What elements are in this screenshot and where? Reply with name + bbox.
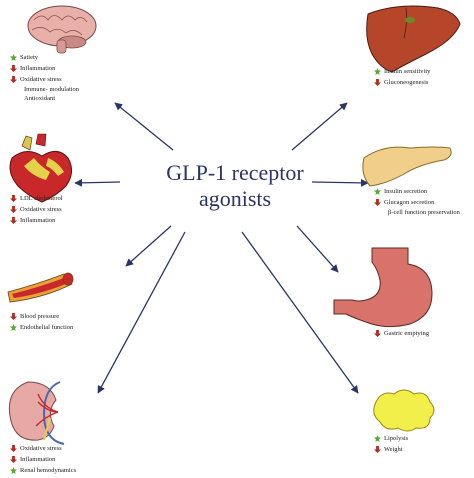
liver-effects-list: Insulin sensitivity Gluconeogenesis [374, 66, 430, 88]
effect-item: Oxidative stress [10, 204, 63, 215]
effect-label: Renal hemodynamics [20, 467, 77, 474]
effect-label: Gastric emptying [384, 330, 429, 337]
arrow-to-heart [74, 178, 121, 187]
brain-effects-list: Satiety Inflammation Oxidative stress Im… [10, 52, 79, 103]
effect-item: Inflammation [10, 63, 79, 74]
arrow-to-brain [114, 102, 174, 151]
effect-item: Inflammation [10, 215, 63, 226]
diagram-title: GLP-1 receptor agonists [120, 160, 350, 212]
effect-label: Blood pressure [20, 313, 60, 320]
arrow-to-kidney [97, 231, 186, 394]
decrease-arrow-icon [10, 217, 17, 224]
pancreas-effects-list: Insulin secretion Glucagon secretion β-c… [374, 186, 460, 217]
arrow-to-stomach [296, 225, 339, 273]
adipose-effects-list: Lipolysis Weight [374, 433, 408, 455]
effect-item: Gluconeogenesis [374, 77, 430, 88]
effect-label: Antioxidant [24, 95, 56, 102]
effect-label: Immune- modulation [24, 86, 80, 93]
effect-item: Lipolysis [374, 433, 408, 444]
effect-label: Inflammation [20, 65, 56, 72]
effect-item: Renal hemodynamics [10, 465, 76, 476]
arrow-to-vessel [125, 225, 172, 267]
vessel-effects-list: Blood pressure Endothelial function [10, 311, 73, 333]
decrease-arrow-icon [10, 445, 17, 452]
effect-item: Weight [374, 444, 408, 455]
effect-label: Gluconeogenesis [384, 79, 429, 86]
effect-item: Immune- modulation [10, 85, 79, 94]
brain-icon [27, 5, 97, 54]
decrease-arrow-icon [374, 199, 381, 206]
liver-icon [366, 5, 461, 73]
effect-item: Satiety [10, 52, 79, 63]
effect-label: Inflammation [20, 456, 56, 463]
effect-item: Antioxidant [10, 94, 79, 103]
decrease-arrow-icon [374, 330, 381, 337]
effect-label: Glucagon secretion [384, 199, 435, 206]
decrease-arrow-icon [10, 195, 17, 202]
effect-item: β-cell function preservation [374, 208, 460, 217]
decrease-arrow-icon [10, 206, 17, 213]
effect-item: Gastric emptying [374, 328, 429, 339]
effect-label: Weight [384, 446, 403, 453]
effect-label: Oxidative stress [20, 206, 62, 213]
effect-item: Endothelial function [10, 322, 73, 333]
kidney-effects-list: Oxidative stress Inflammation Renal hemo… [10, 443, 76, 476]
stomach-icon [333, 247, 433, 328]
adipose-tissue-icon [373, 389, 435, 432]
heart-effects-list: LDL cholesterol Oxidative stress Inflamm… [10, 193, 63, 226]
kidney-icon [8, 381, 65, 445]
blood-vessel-icon [7, 272, 74, 303]
stomach-effects-list: Gastric emptying [374, 328, 429, 339]
effect-label: LDL cholesterol [20, 195, 63, 202]
increase-star-icon [374, 68, 381, 75]
effect-label: Lipolysis [384, 435, 409, 442]
arrow-to-pancreas [311, 178, 369, 187]
arrow-to-liver [291, 102, 348, 151]
decrease-arrow-icon [374, 446, 381, 453]
decrease-arrow-icon [10, 313, 17, 320]
increase-star-icon [10, 324, 17, 331]
increase-star-icon [374, 188, 381, 195]
effect-label: β-cell function preservation [388, 209, 460, 216]
effect-item: Oxidative stress [10, 74, 79, 85]
title-line-2: agonists [198, 186, 272, 211]
effect-label: Oxidative stress [20, 76, 62, 83]
title-line-1: GLP-1 receptor [166, 160, 304, 185]
effect-item: Blood pressure [10, 311, 73, 322]
effect-label: Insulin secretion [384, 188, 428, 195]
effect-label: Satiety [20, 54, 39, 61]
effect-label: Insulin sensitivity [384, 68, 431, 75]
effect-item: LDL cholesterol [10, 193, 63, 204]
increase-star-icon [374, 435, 381, 442]
increase-star-icon [10, 467, 17, 474]
pancreas-icon [362, 146, 452, 187]
effect-label: Oxidative stress [20, 445, 62, 452]
effect-label: Inflammation [20, 217, 56, 224]
effect-item: Insulin sensitivity [374, 66, 430, 77]
effect-item: Inflammation [10, 454, 76, 465]
effect-item: Glucagon secretion [374, 197, 460, 208]
effect-label: Endothelial function [20, 324, 74, 331]
decrease-arrow-icon [374, 79, 381, 86]
arrow-to-adipose [241, 231, 359, 394]
decrease-arrow-icon [10, 76, 17, 83]
increase-star-icon [10, 54, 17, 61]
effect-item: Insulin secretion [374, 186, 460, 197]
decrease-arrow-icon [10, 65, 17, 72]
effect-item: Oxidative stress [10, 443, 76, 454]
decrease-arrow-icon [10, 456, 17, 463]
heart-icon [9, 133, 72, 203]
